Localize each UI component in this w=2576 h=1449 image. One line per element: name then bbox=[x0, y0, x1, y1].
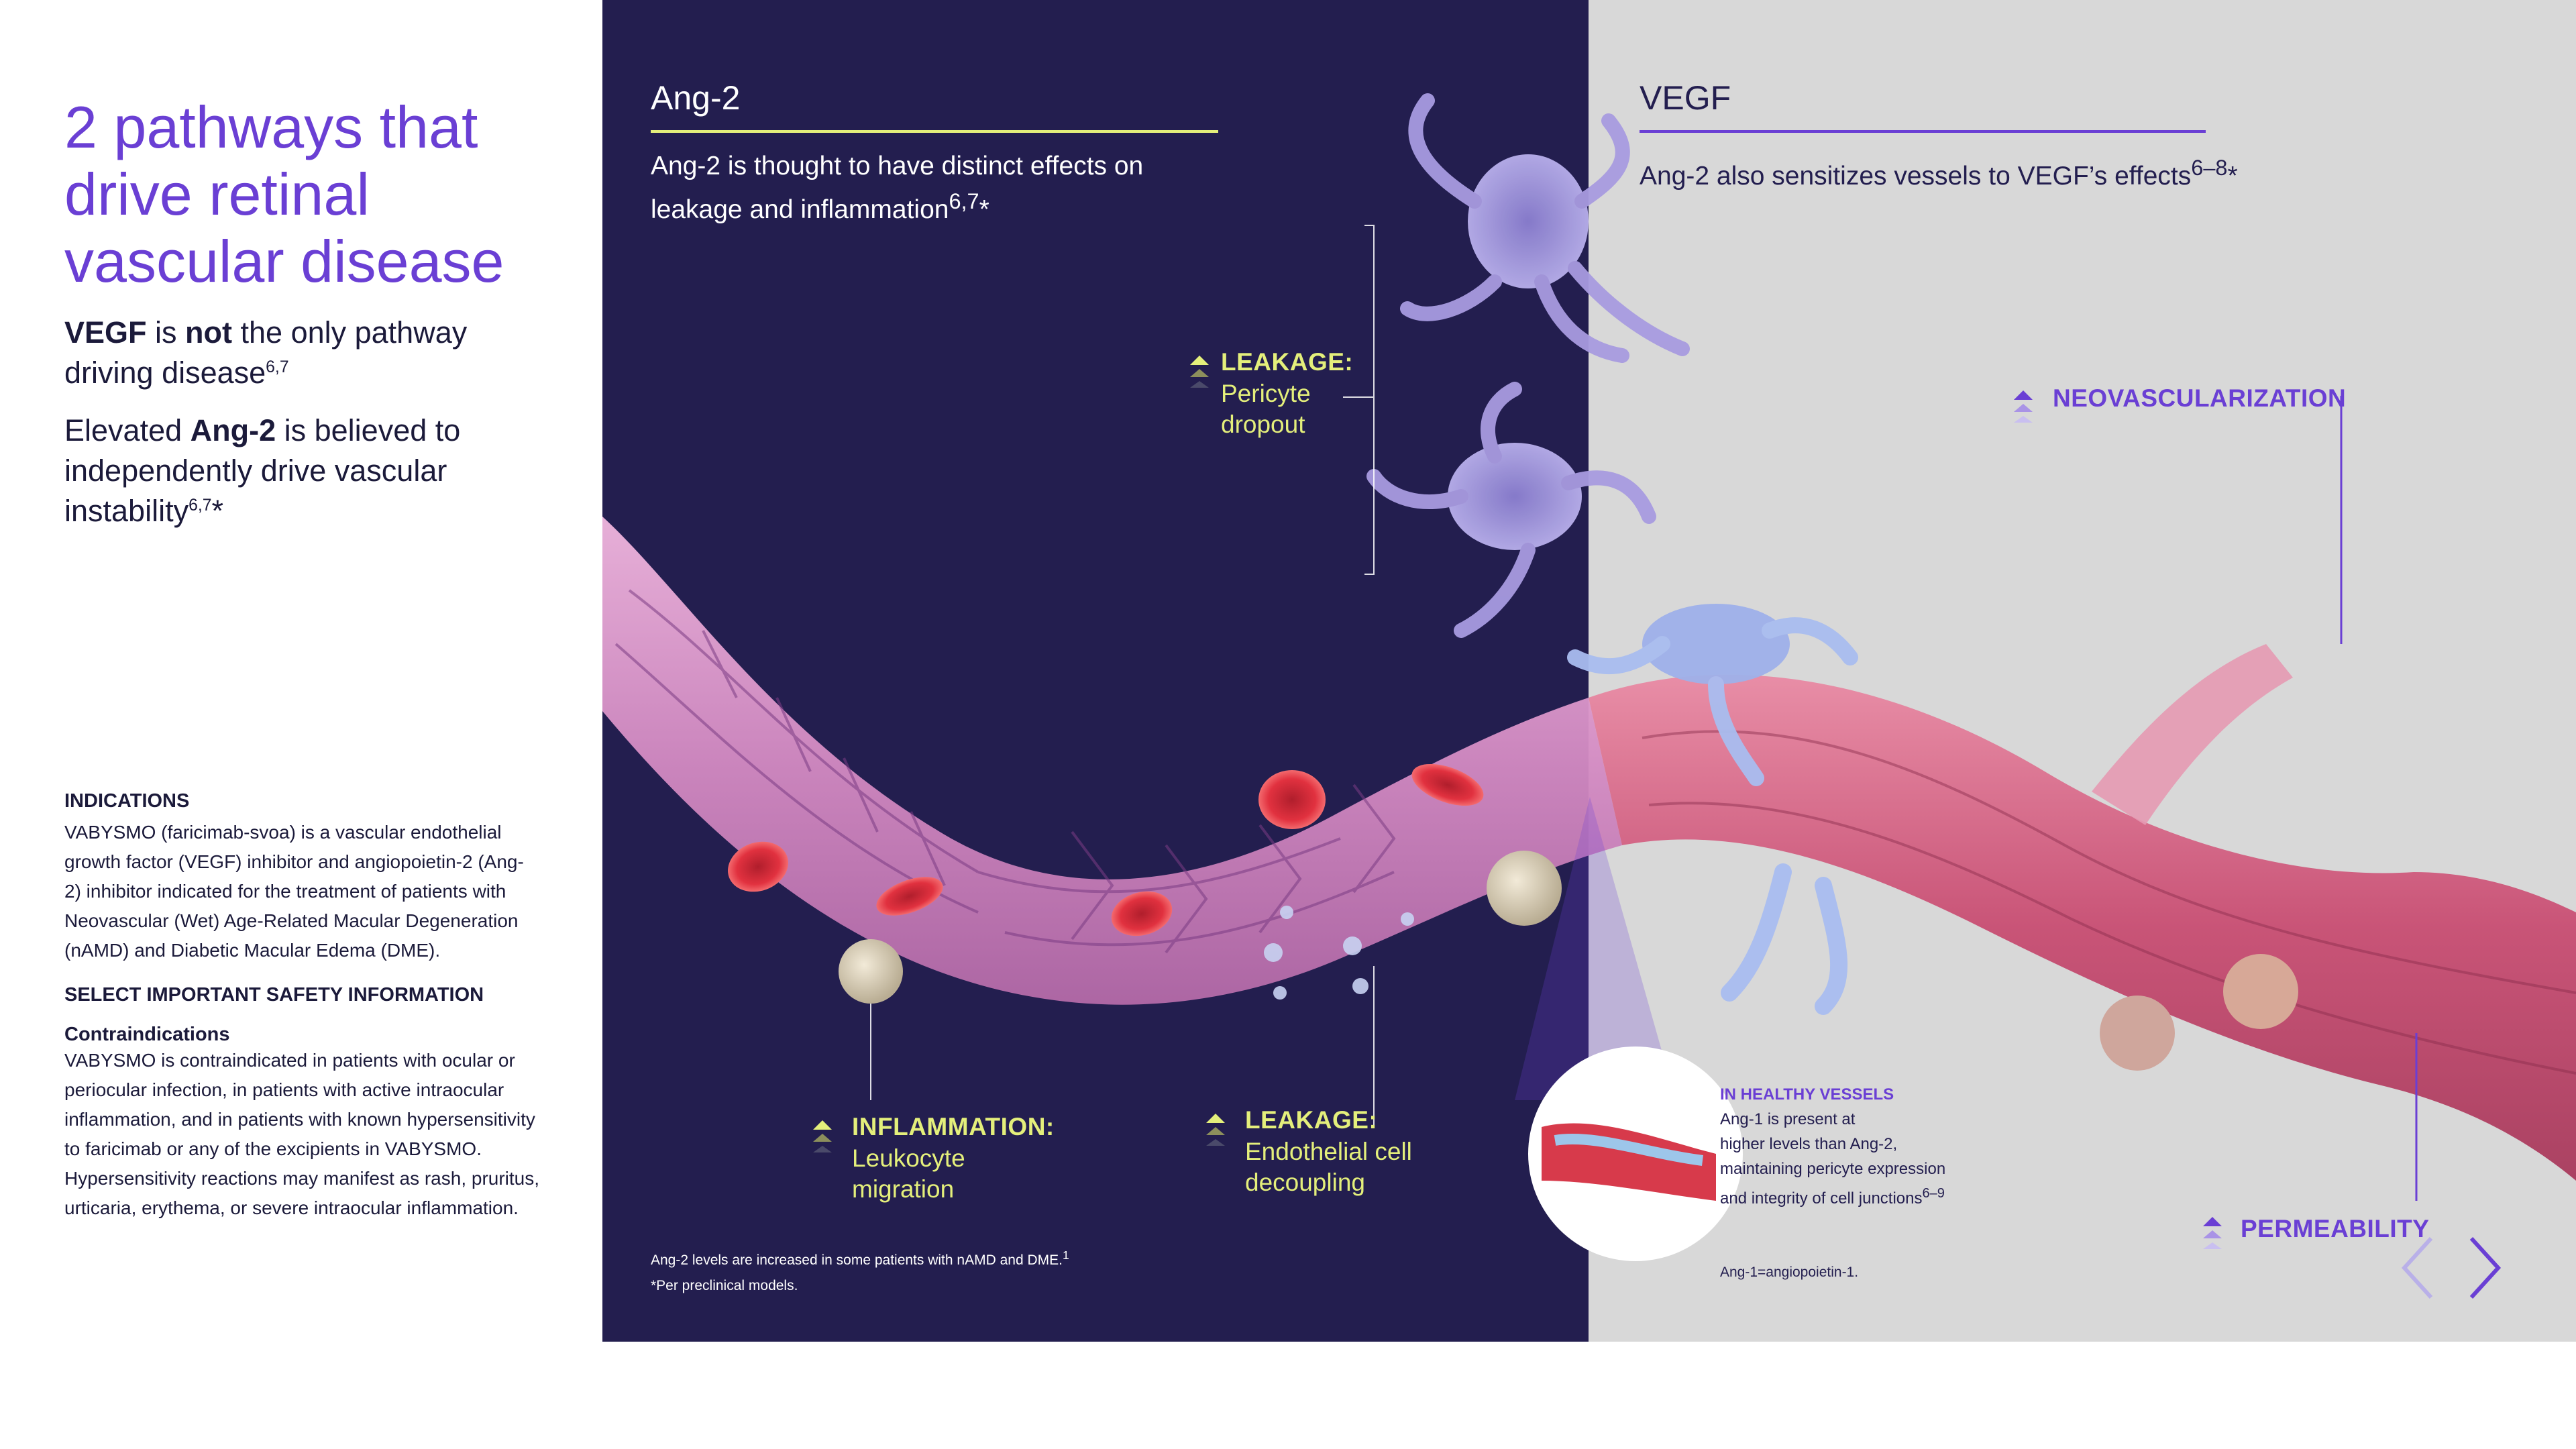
reference-sup: 1 bbox=[1062, 1248, 1069, 1262]
permeability-title: PERMEABILITY bbox=[2241, 1215, 2430, 1242]
ang2-statement: Elevated Ang-2 is believed to independen… bbox=[64, 411, 494, 531]
text: the only pathway bbox=[232, 315, 468, 350]
text: instability bbox=[64, 494, 189, 528]
next-button[interactable] bbox=[2466, 1234, 2504, 1301]
text: Elevated bbox=[64, 413, 191, 447]
asterisk: * bbox=[211, 494, 223, 528]
indications-line: 2) inhibitor indicated for the treatment… bbox=[64, 881, 506, 902]
healthy-line: Ang-1 is present at bbox=[1720, 1110, 1856, 1128]
safety-line: VABYSMO is contraindicated in patients w… bbox=[64, 1050, 515, 1071]
leakage-title: LEAKAGE: bbox=[1245, 1106, 1378, 1134]
text: independently drive vascular bbox=[64, 453, 447, 488]
abbreviation-note: Ang-1=angiopoietin-1. bbox=[1720, 1265, 1859, 1280]
reference-sup: 6,7 bbox=[189, 496, 212, 515]
vessel-illustration bbox=[602, 93, 2576, 1261]
chevrons-up-icon bbox=[1190, 356, 1209, 388]
asterisk: * bbox=[2227, 162, 2238, 191]
leakage-desc: dropout bbox=[1221, 411, 1305, 438]
text: is believed to bbox=[276, 413, 461, 447]
page-title-line: 2 pathways that bbox=[64, 94, 478, 160]
inflammation-desc: Leukocyte bbox=[852, 1144, 965, 1172]
reference-sup: 6,7 bbox=[266, 358, 289, 376]
chevrons-up-icon bbox=[813, 1120, 832, 1152]
vegf-subtitle: Ang-2 also sensitizes vessels to VEGF’s … bbox=[1640, 150, 2238, 194]
safety-line: to faricimab or any of the excipients in… bbox=[64, 1138, 482, 1159]
text: driving disease bbox=[64, 356, 266, 390]
page-title: 2 pathways that drive retinal vascular d… bbox=[64, 94, 534, 295]
vegf-label: VEGF bbox=[1640, 79, 1731, 117]
footnote: Ang-2 levels are increased in some patie… bbox=[651, 1252, 1063, 1268]
leakage-desc: Endothelial cell bbox=[1245, 1138, 1412, 1165]
ang2-rule bbox=[651, 130, 1218, 133]
healthy-vessels-note: IN HEALTHY VESSELS Ang-1 is present at h… bbox=[1720, 1083, 2002, 1211]
ang2-subtitle: Ang-2 is thought to have distinct effect… bbox=[651, 149, 1254, 227]
indications-line: Neovascular (Wet) Age-Related Macular De… bbox=[64, 910, 519, 931]
chevron-right-icon bbox=[2469, 1236, 2502, 1299]
text: Ang-2 is thought to have distinct effect… bbox=[651, 152, 1144, 180]
leakage-title: LEAKAGE: bbox=[1221, 348, 1354, 376]
safety-line: periocular infection, in patients with a… bbox=[64, 1079, 504, 1100]
reference-sup: 6–8 bbox=[2191, 156, 2228, 180]
text: leakage and inflammation bbox=[651, 195, 949, 224]
not-bold: not bbox=[185, 315, 233, 350]
reference-sup: 6,7 bbox=[949, 189, 979, 213]
bottom-margin bbox=[0, 1342, 2576, 1449]
indications-line: VABYSMO (faricimab-svoa) is a vascular e… bbox=[64, 822, 502, 843]
indications-line: (nAMD) and Diabetic Macular Edema (DME). bbox=[64, 940, 441, 961]
page-title-line: drive retinal bbox=[64, 161, 370, 227]
safety-line: urticaria, erythema, or severe intraocul… bbox=[64, 1197, 519, 1218]
vegf-bold: VEGF bbox=[64, 315, 147, 350]
indications-line: growth factor (VEGF) inhibitor and angio… bbox=[64, 851, 524, 872]
permeability-callout: PERMEABILITY bbox=[2203, 1213, 2430, 1249]
neovascularization-title: NEOVASCULARIZATION bbox=[2053, 384, 2347, 412]
leakage-pericyte-callout: LEAKAGE: Pericyte dropout bbox=[1190, 346, 1353, 440]
text: Ang-2 also sensitizes vessels to VEGF’s … bbox=[1640, 162, 2192, 191]
footnote: *Per preclinical models. bbox=[651, 1278, 798, 1293]
vegf-statement: VEGF is not the only pathway driving dis… bbox=[64, 313, 494, 393]
inflammation-desc: migration bbox=[852, 1175, 955, 1203]
safety-line: inflammation, and in patients with known… bbox=[64, 1109, 535, 1130]
indications-section: INDICATIONS VABYSMO (faricimab-svoa) is … bbox=[64, 790, 547, 1223]
healthy-line: and integrity of cell junctions bbox=[1720, 1189, 1923, 1208]
asterisk: * bbox=[979, 195, 989, 224]
inflammation-title: INFLAMMATION: bbox=[852, 1113, 1055, 1140]
safety-line: Hypersensitivity reactions may manifest … bbox=[64, 1168, 540, 1189]
leakage-desc: decoupling bbox=[1245, 1169, 1365, 1196]
chevrons-up-icon bbox=[1206, 1114, 1225, 1146]
chevron-left-icon bbox=[2401, 1236, 2433, 1299]
vegf-rule bbox=[1640, 130, 2206, 133]
chevrons-up-icon bbox=[2014, 390, 2033, 423]
healthy-line: higher levels than Ang-2, bbox=[1720, 1135, 1898, 1153]
ang2-label: Ang-2 bbox=[651, 79, 741, 117]
contraindications-heading: Contraindications bbox=[64, 1024, 230, 1045]
leakage-desc: Pericyte bbox=[1221, 380, 1311, 407]
safety-heading: SELECT IMPORTANT SAFETY INFORMATION bbox=[64, 984, 484, 1006]
page-title-line: vascular disease bbox=[64, 228, 504, 294]
leakage-endothelial-callout: LEAKAGE: Endothelial cell decoupling bbox=[1206, 1104, 1412, 1198]
chevrons-up-icon bbox=[2203, 1217, 2222, 1249]
indications-heading: INDICATIONS bbox=[64, 790, 190, 812]
healthy-vessels-title: IN HEALTHY VESSELS bbox=[1720, 1085, 1894, 1104]
neovascularization-callout: NEOVASCULARIZATION bbox=[2014, 382, 2347, 423]
ang2-bold: Ang-2 bbox=[190, 413, 276, 447]
text: is bbox=[146, 315, 186, 350]
ang2-footnotes: Ang-2 levels are increased in some patie… bbox=[651, 1242, 1069, 1299]
ang2-panel bbox=[602, 0, 1589, 1342]
reference-sup: 6–9 bbox=[1922, 1186, 1945, 1201]
inflammation-callout: INFLAMMATION: Leukocyte migration bbox=[813, 1111, 1055, 1205]
healthy-line: maintaining pericyte expression bbox=[1720, 1160, 1946, 1178]
prev-button[interactable] bbox=[2399, 1234, 2436, 1301]
